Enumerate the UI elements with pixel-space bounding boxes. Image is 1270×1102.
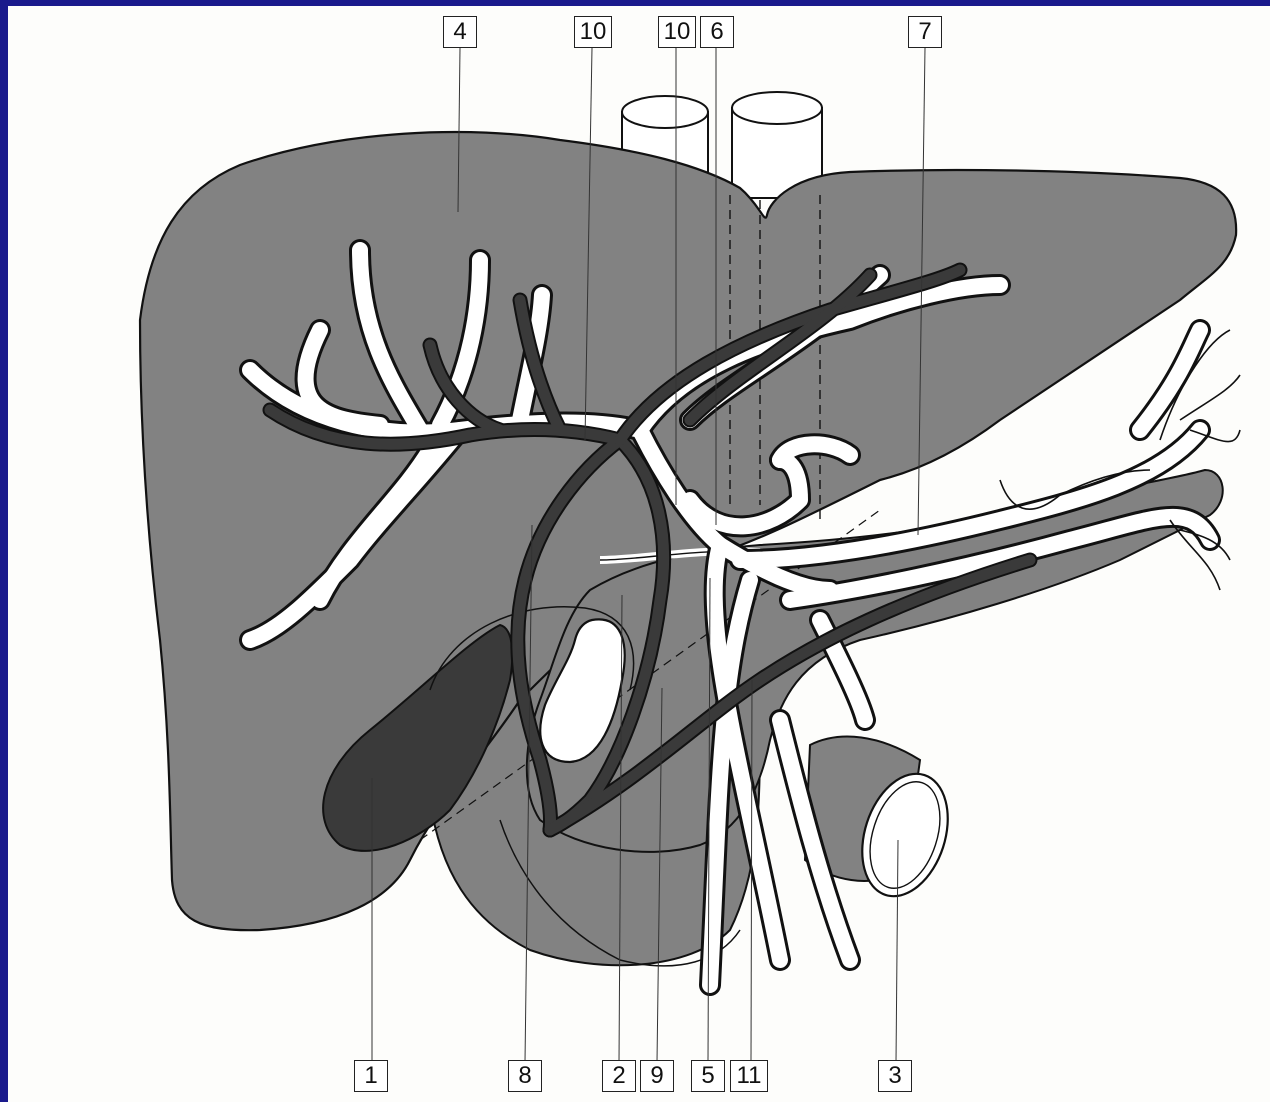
callout-label-5: 5 <box>691 1060 725 1092</box>
callout-label-10-left: 10 <box>574 16 612 48</box>
callout-label-1: 1 <box>354 1060 388 1092</box>
callout-label-8: 8 <box>508 1060 542 1092</box>
callout-label-2: 2 <box>602 1060 636 1092</box>
liver-anatomy-illustration <box>8 6 1270 1102</box>
callout-label-4: 4 <box>443 16 477 48</box>
callout-label-9: 9 <box>640 1060 674 1092</box>
callout-label-11: 11 <box>730 1060 768 1092</box>
callout-label-10-right: 10 <box>658 16 696 48</box>
callout-label-6: 6 <box>700 16 734 48</box>
diagram-canvas: 4 10 10 6 7 1 8 2 9 5 11 3 <box>8 6 1270 1102</box>
callout-label-3: 3 <box>878 1060 912 1092</box>
callout-label-7: 7 <box>908 16 942 48</box>
